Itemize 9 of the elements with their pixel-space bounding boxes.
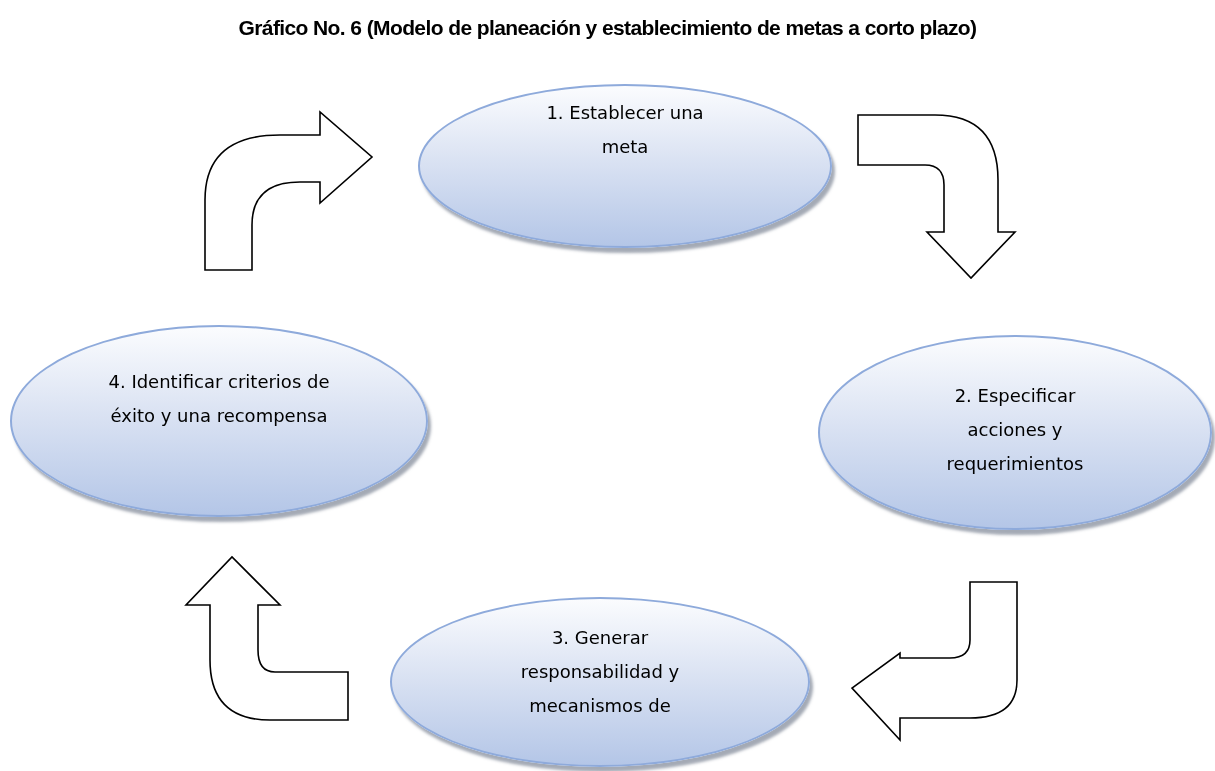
step-label: 2. Especificar acciones y requerimientos: [945, 384, 1085, 476]
step-label: 3. Generar responsabilidad y mecanismos de: [519, 626, 681, 718]
step-label: 4. Identificar criterios de éxito y una recompensa: [107, 370, 331, 428]
block-arrow: [185, 556, 349, 721]
block-arrow: [204, 111, 373, 271]
diagram-title: Gráfico No. 6 (Modelo de planeación y establecimiento de metas a corto plazo): [237, 16, 978, 40]
step-label: 1. Establecer una meta: [545, 101, 705, 159]
block-arrow: [851, 581, 1018, 741]
block-arrow: [857, 114, 1016, 279]
